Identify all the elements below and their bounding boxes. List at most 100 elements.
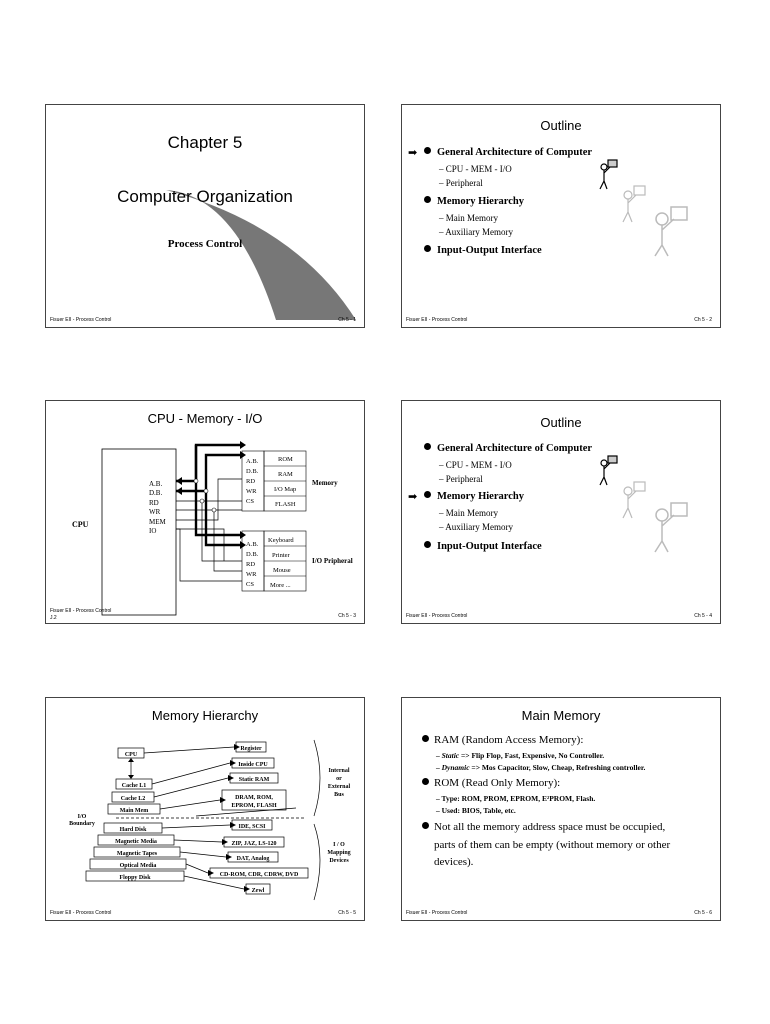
memory-pin: CS: [246, 498, 254, 505]
slide-1: Chapter 5 Computer Organization Process …: [45, 104, 365, 328]
hierarchy-target: IDE, SCSI: [238, 824, 266, 830]
flag-figures-icon: [599, 455, 688, 553]
slide-2: Outline ➡ General Architecture of Comput…: [401, 104, 721, 328]
hierarchy-target: Static RAM: [239, 777, 270, 783]
hierarchy-box: Floppy Disk: [119, 875, 151, 881]
io-pin: WR: [246, 571, 257, 578]
memory-pin: RD: [246, 478, 255, 485]
footer-right: Ch 5 - 6: [694, 910, 712, 916]
hierarchy-box: CPU: [125, 752, 138, 758]
memory-cell: I/O Map: [274, 486, 296, 493]
slide-title: Outline: [540, 118, 582, 133]
memory-cell: FLASH: [275, 501, 296, 508]
hierarchy-box: Magnetic Media: [115, 839, 157, 845]
slide-title: Outline: [540, 415, 582, 430]
io-cell: More ...: [270, 582, 291, 589]
mapping-label: Mapping: [327, 850, 350, 856]
io-cell: Keyboard: [268, 537, 294, 544]
rom-type: – Type: ROM, PROM, EPROM, E²PROM, Flash.: [436, 794, 596, 803]
current-arrow-icon: ➡: [408, 147, 418, 159]
outline-sub: – Peripheral: [439, 178, 483, 188]
cpu-box: [101, 448, 177, 616]
mapping-label: I / O: [333, 842, 345, 848]
io-pin: A.B.: [246, 541, 259, 548]
chapter-course: Process Control: [167, 238, 243, 250]
memory-pin: WR: [246, 488, 257, 495]
bullet-icon: [424, 491, 431, 498]
hierarchy-target: DAT, Analog: [237, 856, 270, 862]
hierarchy-box: Magnetic Tapes: [117, 851, 158, 857]
flag-figures-icon: [599, 159, 688, 257]
hierarchy-target: Inside CPU: [238, 762, 268, 768]
outline-sub: – CPU - MEM - I/O: [439, 164, 512, 174]
rom-used: – Used: BIOS, Table, etc.: [436, 806, 516, 815]
memory-label: Memory: [312, 479, 338, 487]
slide-6: Main Memory RAM (Random Access Memory): …: [401, 697, 721, 921]
io-pin: CS: [246, 581, 254, 588]
io-boundary-label: I/O: [78, 814, 87, 820]
memory-pin: A.B.: [246, 458, 259, 465]
hierarchy-box: Hard Disk: [120, 827, 148, 833]
footer-left-note: J.2: [50, 615, 57, 621]
note-line: devices).: [434, 856, 474, 868]
ram-static: – Static => Flip Flop, Fast, Expensive, …: [436, 751, 605, 760]
outline-item: General Architecture of Computer: [424, 147, 592, 158]
footer-right: Ch 5 - 2: [694, 317, 712, 323]
outline-item: Input-Output Interface: [424, 541, 542, 552]
io-pin: D.B.: [246, 551, 259, 558]
outline-item: Memory Hierarchy: [424, 196, 524, 207]
bullet-icon: [422, 735, 429, 742]
cpu-pin: RD: [149, 499, 159, 507]
footer-right: Ch 5 - 3: [338, 613, 356, 619]
footer-right: Ch 5 - 4: [694, 613, 712, 619]
memory-cell: ROM: [278, 456, 293, 463]
bus-label: External: [328, 784, 351, 790]
ram-item: RAM (Random Access Memory):: [422, 734, 583, 746]
cpu-pin: IO: [149, 527, 156, 535]
outline-sub: – CPU - MEM - I/O: [439, 460, 512, 470]
current-arrow-icon: ➡: [408, 491, 418, 503]
hierarchy-box: Cache L1: [122, 783, 147, 789]
slide-4: Outline General Architecture of Computer…: [401, 400, 721, 624]
footer-left: Fisuer EII - Process Control: [50, 608, 112, 614]
footer-right: Ch 5 - 5: [338, 910, 356, 916]
cpu-label: CPU: [72, 520, 89, 529]
bullet-icon: [422, 778, 429, 785]
slide-title: Memory Hierarchy: [151, 708, 259, 723]
cpu-pin: D.B.: [149, 489, 162, 497]
ram-dynamic: – Dynamic => Mos Capacitor, Slow, Cheap,…: [436, 763, 646, 772]
note-line: parts of them can be empty (without memo…: [434, 839, 671, 851]
hierarchy-box: Optical Media: [120, 863, 157, 869]
bullet-icon: [422, 822, 429, 829]
io-cell: Mouse: [273, 567, 291, 574]
footer-left: Fisuer EII - Process Control: [406, 910, 468, 916]
footer-left: Fisuer EII - Process Control: [50, 910, 112, 916]
chapter-subject: Computer Organization: [117, 187, 293, 206]
hierarchy-target: DRAM, ROM,: [235, 795, 273, 801]
hierarchy-target: CD-ROM, CDR, CDRW, DVD: [220, 872, 299, 878]
slide-title: CPU - Memory - I/O: [147, 411, 263, 426]
slide-5: Memory Hierarchy CPU Cache L1 Cache L2: [45, 697, 365, 921]
outline-item: Memory Hierarchy: [424, 491, 524, 502]
slide-title: Main Memory: [521, 708, 601, 723]
io-cell: Printer: [272, 552, 291, 559]
outline-sub: – Main Memory: [439, 508, 498, 518]
outline-item: Input-Output Interface: [424, 245, 542, 256]
chapter-title: Chapter 5: [167, 133, 243, 152]
hierarchy-target: ZIP, JAZ, LS-120: [231, 841, 276, 847]
cpu-memory-io-diagram: CPU A.B. D.B. RD WR MEM IO A.B. D.B. RD …: [72, 441, 353, 616]
hierarchy-box: Cache L2: [121, 796, 146, 802]
memory-hierarchy-diagram: CPU Cache L1 Cache L2 Main Mem Hard Disk…: [69, 739, 351, 901]
hierarchy-box: Main Mem: [120, 808, 149, 814]
mapping-label: Devices: [329, 858, 349, 864]
outline-item: General Architecture of Computer: [424, 443, 592, 454]
hierarchy-target: Zewl: [252, 888, 265, 894]
bullet-icon: [424, 443, 431, 450]
note-item: Not all the memory address space must be…: [422, 821, 665, 833]
footer-left: Fisuer EII - Process Control: [406, 613, 468, 619]
outline-sub: – Auxiliary Memory: [439, 227, 514, 237]
hierarchy-target: Register: [240, 746, 262, 752]
bullet-icon: [424, 196, 431, 203]
memory-pin: D.B.: [246, 468, 259, 475]
hierarchy-target: EPROM, FLASH: [231, 803, 277, 809]
